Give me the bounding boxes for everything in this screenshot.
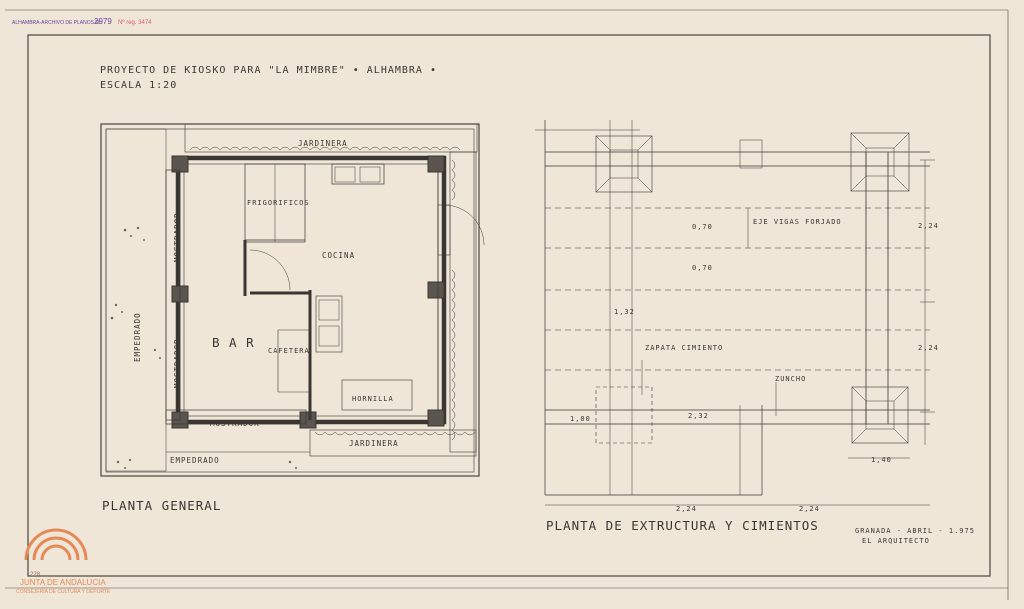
archive-stamp: ALHAMBRA-ARCHIVO DE PLANOS Nº 2979 Nº re… [12,17,152,26]
label-frigorificos: FRIGORIFICOS [247,199,310,207]
label-jardinera-top: JARDINERA [298,139,348,148]
caption-planta-estructura: PLANTA DE EXTRUCTURA Y CIMIENTOS [546,518,819,533]
archive-stamp-prefix: ALHAMBRA-ARCHIVO DE PLANOS Nº [12,20,101,26]
dim-100: 1,00 [570,415,591,423]
label-eje-vigas: EJE VIGAS FORJADO [753,218,842,226]
dim-224-right-mid: 2,24 [918,344,939,352]
logo-dept: CONSEJERÍA DE CULTURA Y DEPORTE [16,588,111,595]
label-bar: B A R [212,335,255,350]
dim-070-b: 0,70 [692,264,713,272]
logo-arcs-icon [24,528,88,561]
planta-general [100,123,485,477]
label-jardinera-bottom: JARDINERA [349,439,399,448]
project-title: PROYECTO DE KIOSKO PARA "LA MIMBRE" • AL… [100,65,437,76]
label-mostrador-mid: MOSTRADOR [173,338,182,388]
caption-planta-general: PLANTA GENERAL [102,498,221,513]
label-mostrador-top: MOSTRADOR [173,212,182,262]
label-mostrador-bottom: MOSTRADOR [210,419,260,428]
dim-132: 1,32 [614,308,635,316]
scale-label: ESCALA 1:20 [100,80,177,91]
label-zuncho: ZUNCHO [775,375,806,383]
logo-name: JUNTA DE ANDALUCIA [20,578,106,587]
logo-code: 228 [30,572,41,578]
junta-andalucia-logo: 228 JUNTA DE ANDALUCIA CONSEJERÍA DE CUL… [16,528,111,595]
signature-role: EL ARQUITECTO [862,537,930,545]
dim-224-bottom-right: 2,24 [799,505,820,513]
sheet-border [5,9,1009,600]
archive-stamp-extra: Nº reg. 3474 [118,19,152,26]
dim-070-a: 0,70 [692,223,713,231]
label-cocina: COCINA [322,251,355,260]
label-empedrado-left: EMPEDRADO [133,312,142,362]
planta-estructura-labels: EJE VIGAS FORJADO ZAPATA CIMIENTO ZUNCHO… [546,218,939,533]
dim-140: 1,40 [871,456,892,464]
planta-estructura [535,120,935,506]
dim-232: 2,32 [688,412,709,420]
signature-place-date: GRANADA - ABRIL - 1.975 [855,527,975,535]
label-empedrado-bottom: EMPEDRADO [170,456,220,465]
label-zapata: ZAPATA CIMIENTO [645,344,723,352]
dim-224-bottom-left: 2,24 [676,505,697,513]
dim-224-right-top: 2,24 [918,222,939,230]
archive-stamp-number: 2979 [94,17,112,26]
planta-general-labels: JARDINERA FRIGORIFICOS COCINA MOSTRADOR … [102,139,399,513]
label-cafetera: CAFETERA [268,347,310,355]
label-hornilla: HORNILLA [352,395,394,403]
